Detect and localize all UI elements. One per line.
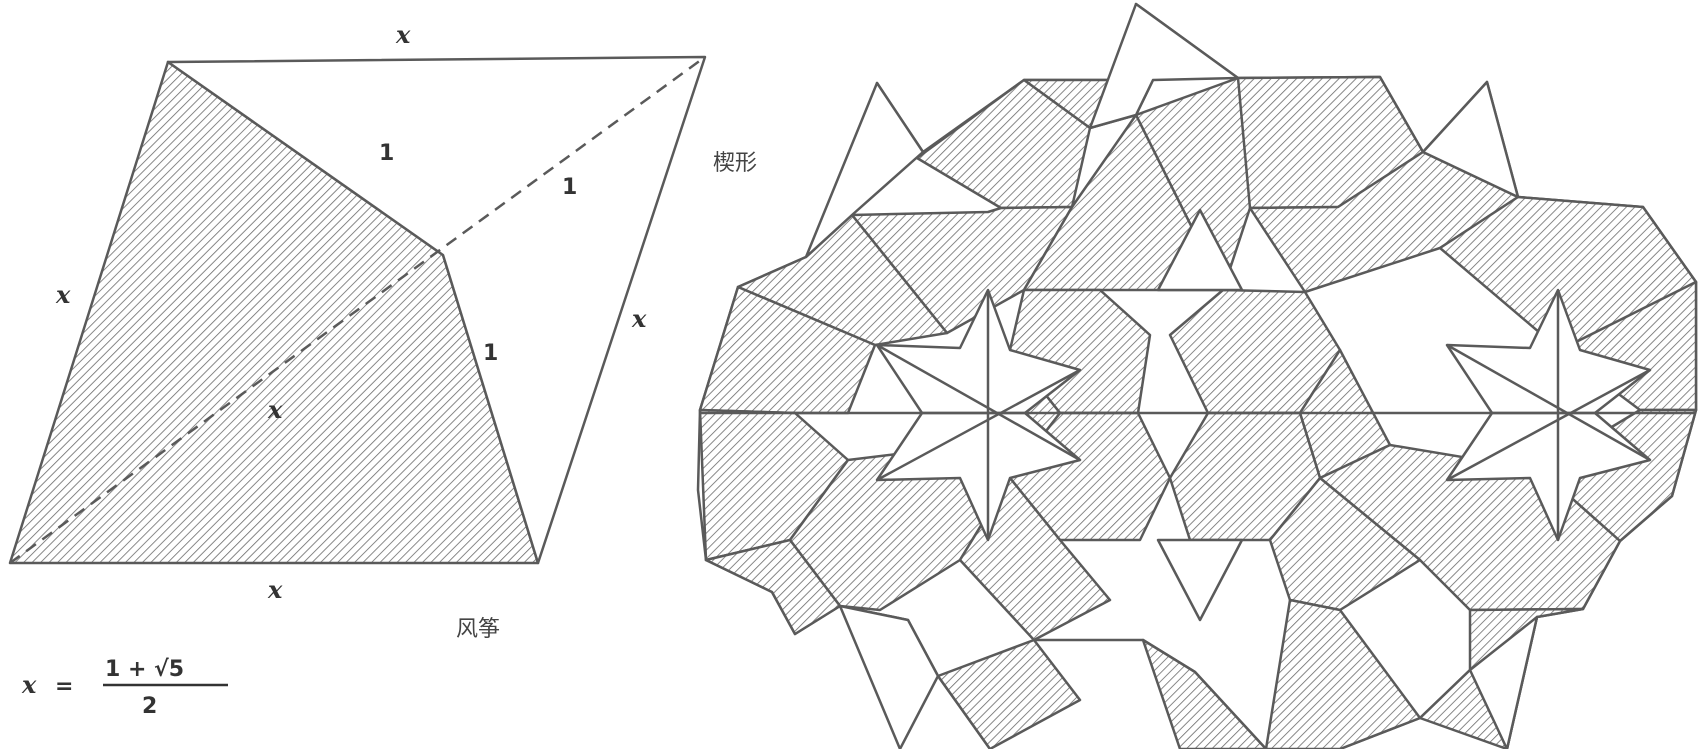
kite-tile (1264, 598, 1422, 749)
long-diagonal (9, 55, 706, 565)
label-diagonal-x: x (267, 395, 283, 424)
star-spokes (700, 290, 1696, 540)
kite-tile (936, 638, 1082, 749)
dart-name: 楔形 (713, 151, 757, 176)
dart-point-top (1088, 2, 1240, 130)
dart-point-top-left (804, 81, 925, 259)
formula-numerator: 1 + √5 (105, 657, 184, 682)
formula-equals: = (55, 674, 73, 699)
label-bottom-x: x (267, 575, 283, 604)
label-dashed-1: 1 (562, 175, 577, 200)
kite-tile (915, 78, 1092, 210)
kite-tile (1268, 476, 1422, 612)
kite-tile (1141, 638, 1268, 749)
label-top-x: x (395, 20, 411, 49)
label-dart-edge-1: 1 (379, 141, 394, 166)
kite-name: 风筝 (456, 617, 500, 642)
star-top (1156, 208, 1244, 292)
formula-lhs: x (21, 670, 37, 699)
rhombus-figure (8, 55, 707, 565)
dart-point-top-right (1421, 80, 1520, 199)
label-kite-edge-1: 1 (483, 341, 498, 366)
penrose-tiling (696, 2, 1698, 749)
dart-point-bottom-left (838, 604, 940, 749)
formula-denominator: 2 (142, 694, 157, 719)
label-right-x: x (631, 304, 647, 333)
star-bottom (1156, 538, 1244, 622)
label-left-x: x (55, 280, 71, 309)
golden-ratio-formula: x = 1 + √5 2 (21, 657, 228, 719)
dart-shape (166, 55, 707, 565)
dart-point-bottom-right (1468, 615, 1539, 749)
kite-tile (704, 538, 842, 636)
